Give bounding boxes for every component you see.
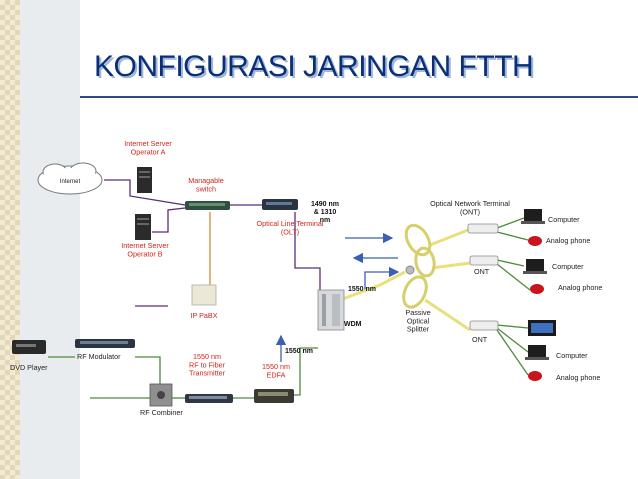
ont-device-links [496, 217, 531, 376]
line-serverb-switch [152, 207, 186, 233]
link-ont3-phone [496, 329, 529, 376]
laptop-icon-2 [523, 259, 547, 274]
fiber-splitter-ont3 [424, 298, 471, 332]
rf-modulator-icon [75, 339, 135, 348]
splitter-icon [402, 223, 436, 309]
decorative-pattern-strip [0, 0, 20, 479]
pabx-icon [191, 284, 217, 306]
link-ont1-phone [496, 231, 529, 241]
label-phone-1: Analog phone [546, 236, 590, 245]
left-panel [20, 0, 80, 479]
fiber-wdm-splitter [339, 270, 406, 302]
link-ont3-computer [496, 327, 529, 353]
tv-icon [528, 320, 556, 336]
fiber-splitter-ont2 [431, 261, 471, 270]
laptop-icon-1 [521, 209, 545, 224]
line-edfa-wdm [292, 347, 318, 396]
label-ont-2: ONT [474, 267, 490, 276]
edfa-icon [254, 389, 294, 403]
phone-icon-3 [528, 371, 542, 381]
line-olt-wdm [294, 212, 321, 290]
label-dvd-player: DVD Player [10, 363, 48, 372]
arrow-1550-wdm [364, 266, 400, 292]
link-ont2-computer [496, 259, 525, 267]
ont-icon-3 [469, 320, 499, 331]
label-wdm: WDM [344, 321, 362, 328]
line-modulator-combiner [135, 356, 161, 396]
fiber-splitter-ont1 [429, 228, 469, 247]
rf-combiner-icon [149, 383, 173, 407]
title-underline [80, 96, 638, 98]
olt-icon [262, 199, 298, 210]
annotation-1550-upper: 1550 nm [348, 286, 376, 293]
label-computer-1: Computer [548, 215, 580, 224]
label-rf-modulator: RF Modulator [77, 352, 121, 361]
label-ont-3: ONT [472, 335, 488, 344]
cloud-icon [37, 162, 103, 195]
phone-icon-1 [528, 236, 542, 246]
phone-icon-2 [530, 284, 544, 294]
label-rf-combiner: RF Combiner [140, 408, 183, 417]
link-ont1-computer [496, 217, 525, 229]
label-pabx: IP PaBX [190, 311, 217, 320]
dvd-player-icon [12, 340, 46, 354]
label-ont-header: Optical Network Terminal(ONT) [430, 199, 510, 216]
label-olt: Optical Line Terminal(OLT) [257, 219, 324, 236]
link-ont2-phone [496, 263, 531, 291]
internet-label: Internet [60, 179, 81, 185]
label-computer-3: Computer [556, 351, 588, 360]
transmitter-icon [185, 394, 233, 403]
ont-icon-2 [469, 255, 499, 266]
label-phone-2: Analog phone [558, 283, 602, 292]
label-computer-2: Computer [552, 262, 584, 271]
label-phone-3: Analog phone [556, 373, 600, 382]
wdm-icon [317, 289, 345, 331]
annotation-1550-lower: 1550 nm [285, 348, 313, 355]
link-ont3-tv [496, 324, 529, 329]
slide-title: KONFIGURASI JARINGAN FTTH [94, 50, 534, 83]
laptop-icon-3 [525, 345, 549, 360]
line-internet-switch [104, 179, 186, 206]
connection-lines [48, 179, 531, 399]
server-icon-b [135, 214, 151, 240]
ont-icon-1 [467, 223, 499, 234]
server-icon-a [137, 167, 152, 193]
switch-icon [185, 201, 230, 210]
